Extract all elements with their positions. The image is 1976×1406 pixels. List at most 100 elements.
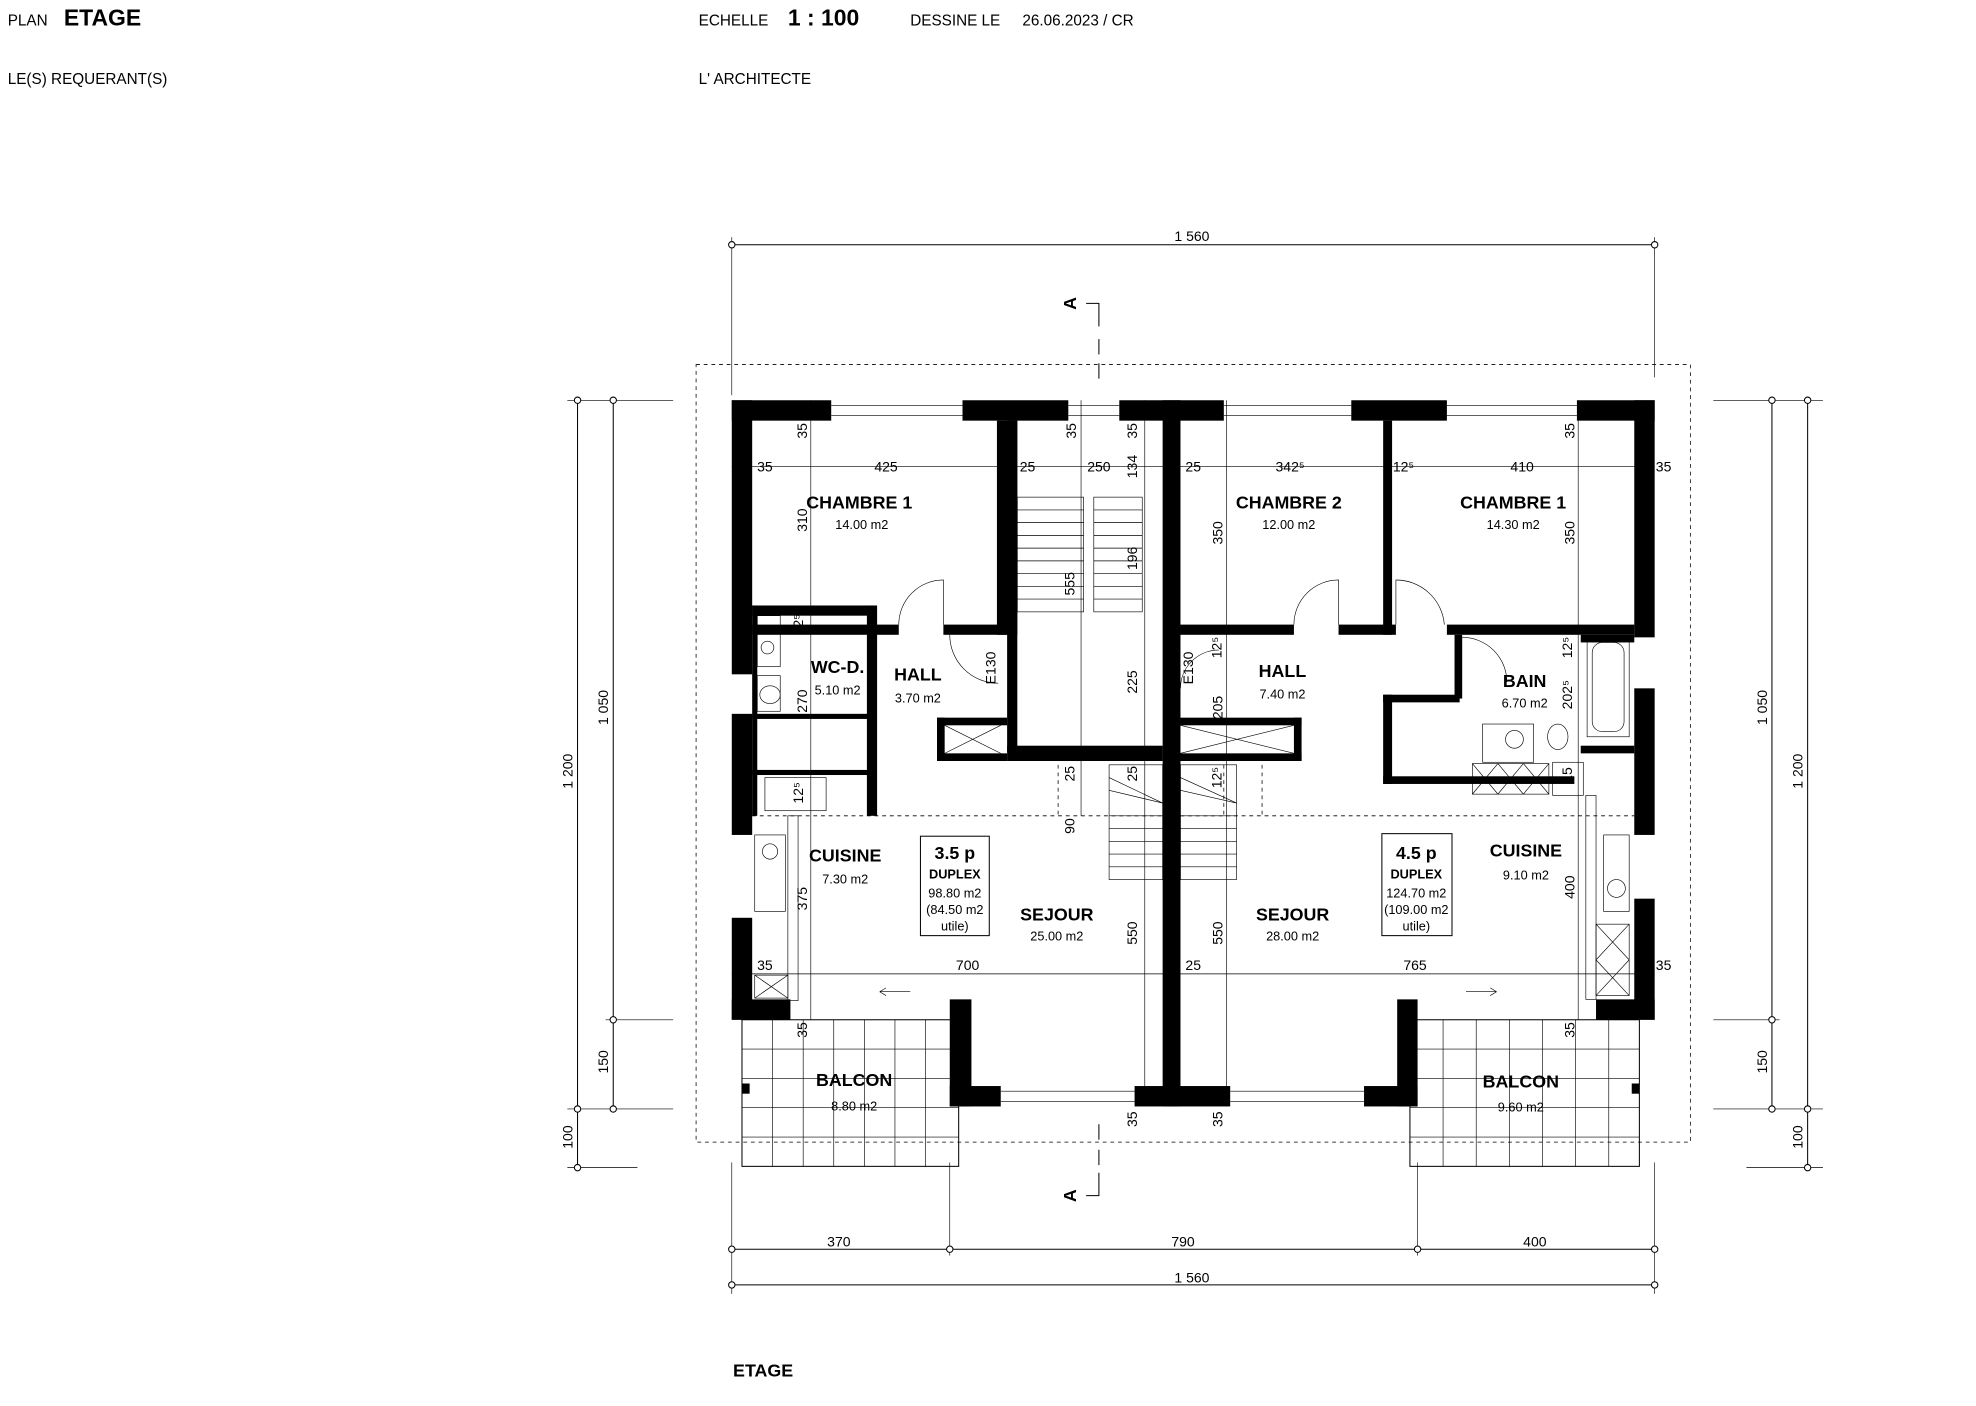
dim-interior: E130	[1180, 651, 1196, 684]
dim-bottom-part: 790	[1171, 1234, 1195, 1250]
dim-left: 150	[595, 1050, 611, 1074]
dim-bottom-part: 370	[827, 1234, 851, 1250]
unit-useful: (109.00 m2	[1384, 902, 1448, 917]
room-name: HALL	[894, 665, 942, 685]
unit-box-3-5: 3.5 p DUPLEX 98.80 m2 (84.50 m2 utile)	[919, 835, 990, 937]
dim-interior: 12⁵	[1559, 637, 1575, 658]
room-area: 28.00 m2	[1266, 929, 1319, 944]
room-name: CHAMBRE 2	[1236, 493, 1342, 513]
room-name: CUISINE	[809, 846, 881, 866]
dim-interior: 342⁵	[1276, 459, 1305, 475]
dim-bottom-part: 400	[1523, 1234, 1547, 1250]
dim-interior: 196	[1124, 546, 1140, 570]
dim-bottom-total: 1 560	[1174, 1269, 1209, 1285]
dim-top-total: 1 560	[1174, 228, 1209, 244]
dim-right: 100	[1790, 1125, 1806, 1149]
dim-interior: 350	[1561, 521, 1577, 545]
fixtures	[741, 302, 1640, 1197]
unit-useful-suffix: utile)	[1402, 919, 1430, 934]
unit-area: 98.80 m2	[928, 885, 981, 900]
dim-left: 1 200	[559, 753, 575, 788]
dim-interior: 425	[874, 459, 898, 475]
dim-right: 1 050	[1754, 690, 1770, 725]
dim-right: 150	[1754, 1050, 1770, 1074]
dim-interior: 202⁵	[1559, 680, 1575, 709]
room-area: 7.30 m2	[822, 871, 868, 886]
section-marker-bottom: A	[1060, 1189, 1080, 1202]
scale-value: 1 : 100	[788, 4, 859, 30]
dim-interior: 12⁵	[1208, 767, 1224, 788]
room-area: 3.70 m2	[895, 690, 941, 705]
dim-interior: 550	[1124, 921, 1140, 945]
drawn-label: DESSINE LE	[910, 12, 1000, 29]
room-area: 9.10 m2	[1503, 868, 1549, 883]
dimension-lines	[567, 237, 1823, 1294]
architect-label: L' ARCHITECTE	[699, 71, 811, 88]
dim-interior: 400	[1561, 875, 1577, 899]
plan-label: PLAN	[8, 12, 48, 29]
dim-interior: 25	[1020, 459, 1036, 475]
plan-name: ETAGE	[64, 4, 141, 30]
section-marker-top: A	[1060, 297, 1080, 310]
unit-kind: DUPLEX	[929, 866, 981, 881]
dim-interior: 700	[956, 957, 980, 973]
dim-interior: 375	[794, 887, 810, 911]
dim-interior: 35	[1124, 1111, 1140, 1127]
dim-right: 1 200	[1790, 753, 1806, 788]
dim-interior: 35	[757, 957, 773, 973]
room-name: CUISINE	[1490, 841, 1562, 861]
unit-box-4-5: 4.5 p DUPLEX 124.70 m2 (109.00 m2 utile)	[1381, 833, 1453, 937]
drawn-value: 26.06.2023 / CR	[1022, 12, 1133, 29]
room-name: SEJOUR	[1256, 904, 1329, 924]
room-name: WC-D.	[811, 657, 864, 677]
dim-interior: 35	[757, 459, 773, 475]
dim-interior: 25	[1124, 766, 1140, 782]
room-area: 14.30 m2	[1487, 517, 1540, 532]
dim-interior: 12⁵	[1393, 459, 1414, 475]
room-area: 6.70 m2	[1502, 695, 1548, 710]
dim-interior: 350	[1210, 521, 1226, 545]
dimension-labels: 1 560 1 560 370 790 400 1 200 1 050 150 …	[559, 228, 1805, 1285]
dim-interior: 550	[1210, 921, 1226, 945]
dim-interior: 35	[794, 423, 810, 439]
dim-interior: 225	[1124, 670, 1140, 694]
dim-interior: 35	[1063, 423, 1079, 439]
dim-interior: 310	[794, 508, 810, 532]
dim-interior: 765	[1403, 957, 1427, 973]
room-name: CHAMBRE 1	[806, 493, 912, 513]
room-area: 7.40 m2	[1259, 687, 1305, 702]
dim-interior: 410	[1510, 459, 1534, 475]
dim-left: 100	[559, 1125, 575, 1149]
scale-label: ECHELLE	[699, 12, 769, 29]
dim-interior: 205	[1210, 696, 1226, 720]
dim-interior: 35	[1656, 957, 1672, 973]
unit-kind: DUPLEX	[1390, 866, 1442, 881]
applicants-label: LE(S) REQUERANT(S)	[8, 71, 168, 88]
dim-interior: 35	[794, 1022, 810, 1038]
room-area: 9.60 m2	[1498, 1100, 1544, 1115]
room-area: 8.80 m2	[831, 1098, 877, 1113]
dim-left: 1 050	[595, 690, 611, 725]
unit-type: 4.5 p	[1396, 843, 1437, 863]
room-name: SEJOUR	[1020, 904, 1093, 924]
walls	[731, 400, 1655, 1107]
dim-interior: 12⁵	[790, 614, 806, 635]
room-name: BALCON	[1483, 1071, 1559, 1091]
room-name: BALCON	[816, 1070, 892, 1090]
unit-useful: (84.50 m2	[926, 902, 983, 917]
unit-type: 3.5 p	[935, 843, 976, 863]
dim-interior: 25	[1062, 766, 1078, 782]
roof-outline	[695, 364, 1691, 1143]
dim-interior: 35	[1561, 1022, 1577, 1038]
dim-interior: 25	[1185, 957, 1201, 973]
dim-interior: 35	[1124, 423, 1140, 439]
room-area: 12.00 m2	[1262, 517, 1315, 532]
dim-interior: 270	[794, 689, 810, 713]
room-name: BAIN	[1503, 671, 1547, 691]
dim-interior: 134	[1124, 455, 1140, 479]
dim-interior: 12⁵	[1208, 637, 1224, 658]
dim-interior: 35	[1561, 423, 1577, 439]
room-area: 14.00 m2	[835, 517, 888, 532]
room-name: HALL	[1259, 661, 1307, 681]
